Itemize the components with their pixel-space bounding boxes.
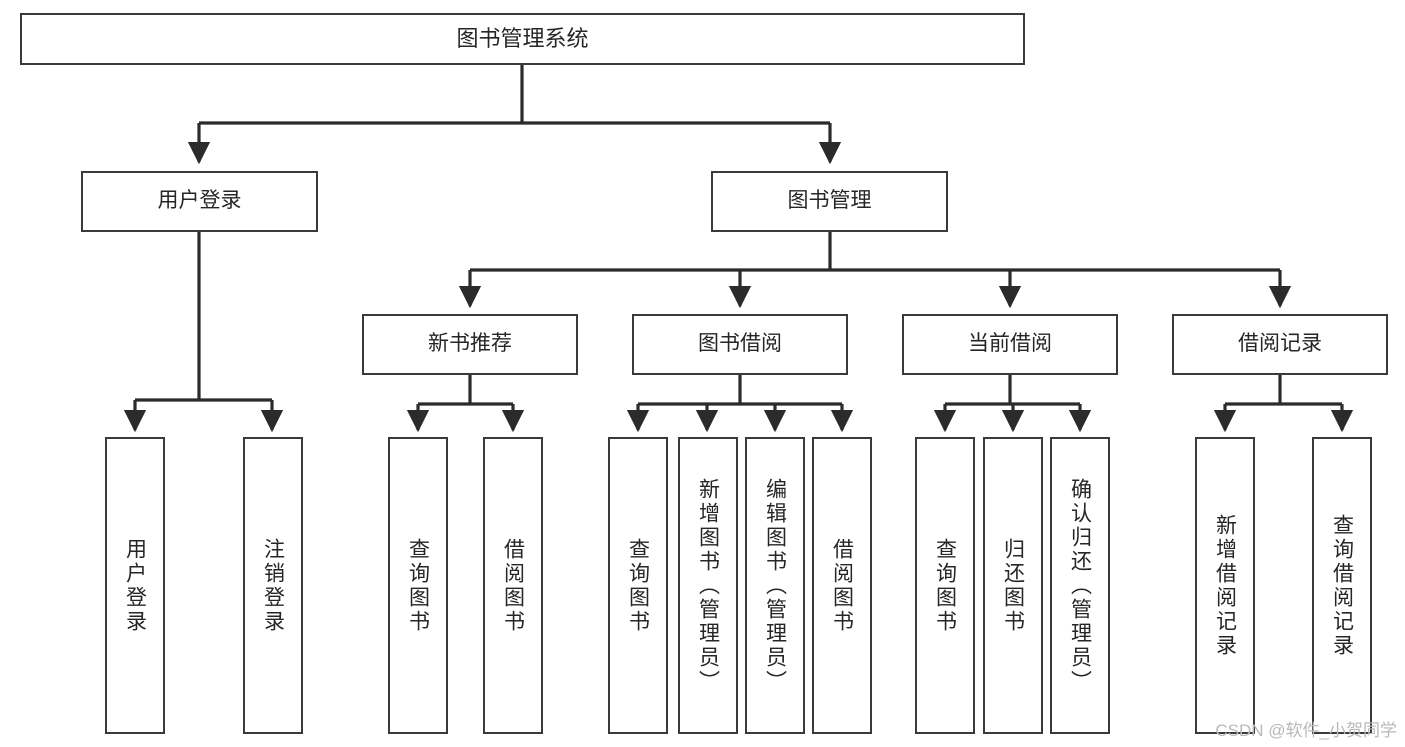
leaf-borrow-borrow-book[interactable]: 借阅图书 — [812, 437, 872, 734]
leaf-user-login-login[interactable]: 用户登录 — [105, 437, 165, 734]
node-label: 查询借阅记录 — [1330, 513, 1354, 658]
node-label: 新增图书（管理员） — [696, 477, 720, 694]
node-book-borrow[interactable]: 图书借阅 — [632, 314, 848, 375]
node-label: 用户登录 — [157, 189, 242, 213]
leaf-current-return-book[interactable]: 归还图书 — [983, 437, 1043, 734]
node-borrow-records[interactable]: 借阅记录 — [1172, 314, 1388, 375]
leaf-current-confirm-return-admin[interactable]: 确认归还（管理员） — [1050, 437, 1110, 734]
node-label: 借阅图书 — [501, 537, 525, 634]
leaf-records-add-record[interactable]: 新增借阅记录 — [1195, 437, 1255, 734]
node-label: 当前借阅 — [968, 332, 1052, 356]
node-label: 用户登录 — [123, 537, 147, 634]
node-new-book-recommend[interactable]: 新书推荐 — [362, 314, 578, 375]
leaf-recommend-query-book[interactable]: 查询图书 — [388, 437, 448, 734]
leaf-recommend-borrow-book[interactable]: 借阅图书 — [483, 437, 543, 734]
node-label: 查询图书 — [626, 537, 650, 634]
node-label: 查询图书 — [406, 537, 430, 634]
node-root-system[interactable]: 图书管理系统 — [20, 13, 1025, 65]
node-label: 新书推荐 — [428, 332, 512, 356]
node-label: 编辑图书（管理员） — [763, 477, 787, 694]
watermark-text: CSDN @软件_小贺同学 — [1215, 721, 1397, 740]
node-current-borrow[interactable]: 当前借阅 — [902, 314, 1118, 375]
node-label: 归还图书 — [1001, 537, 1025, 634]
node-book-management[interactable]: 图书管理 — [711, 171, 948, 232]
node-label: 新增借阅记录 — [1213, 513, 1237, 658]
node-user-login[interactable]: 用户登录 — [81, 171, 318, 232]
leaf-borrow-add-book-admin[interactable]: 新增图书（管理员） — [678, 437, 738, 734]
leaf-current-query-book[interactable]: 查询图书 — [915, 437, 975, 734]
leaf-borrow-edit-book-admin[interactable]: 编辑图书（管理员） — [745, 437, 805, 734]
node-label: 图书借阅 — [698, 332, 782, 356]
node-label: 查询图书 — [933, 537, 957, 634]
leaf-user-login-logout[interactable]: 注销登录 — [243, 437, 303, 734]
node-label: 注销登录 — [261, 537, 285, 634]
leaf-borrow-query-book[interactable]: 查询图书 — [608, 437, 668, 734]
node-label: 借阅图书 — [830, 537, 854, 634]
node-label: 图书管理 — [787, 189, 872, 213]
node-label: 确认归还（管理员） — [1068, 477, 1092, 694]
node-label: 图书管理系统 — [456, 26, 589, 52]
leaf-records-query-record[interactable]: 查询借阅记录 — [1312, 437, 1372, 734]
node-label: 借阅记录 — [1238, 332, 1322, 356]
